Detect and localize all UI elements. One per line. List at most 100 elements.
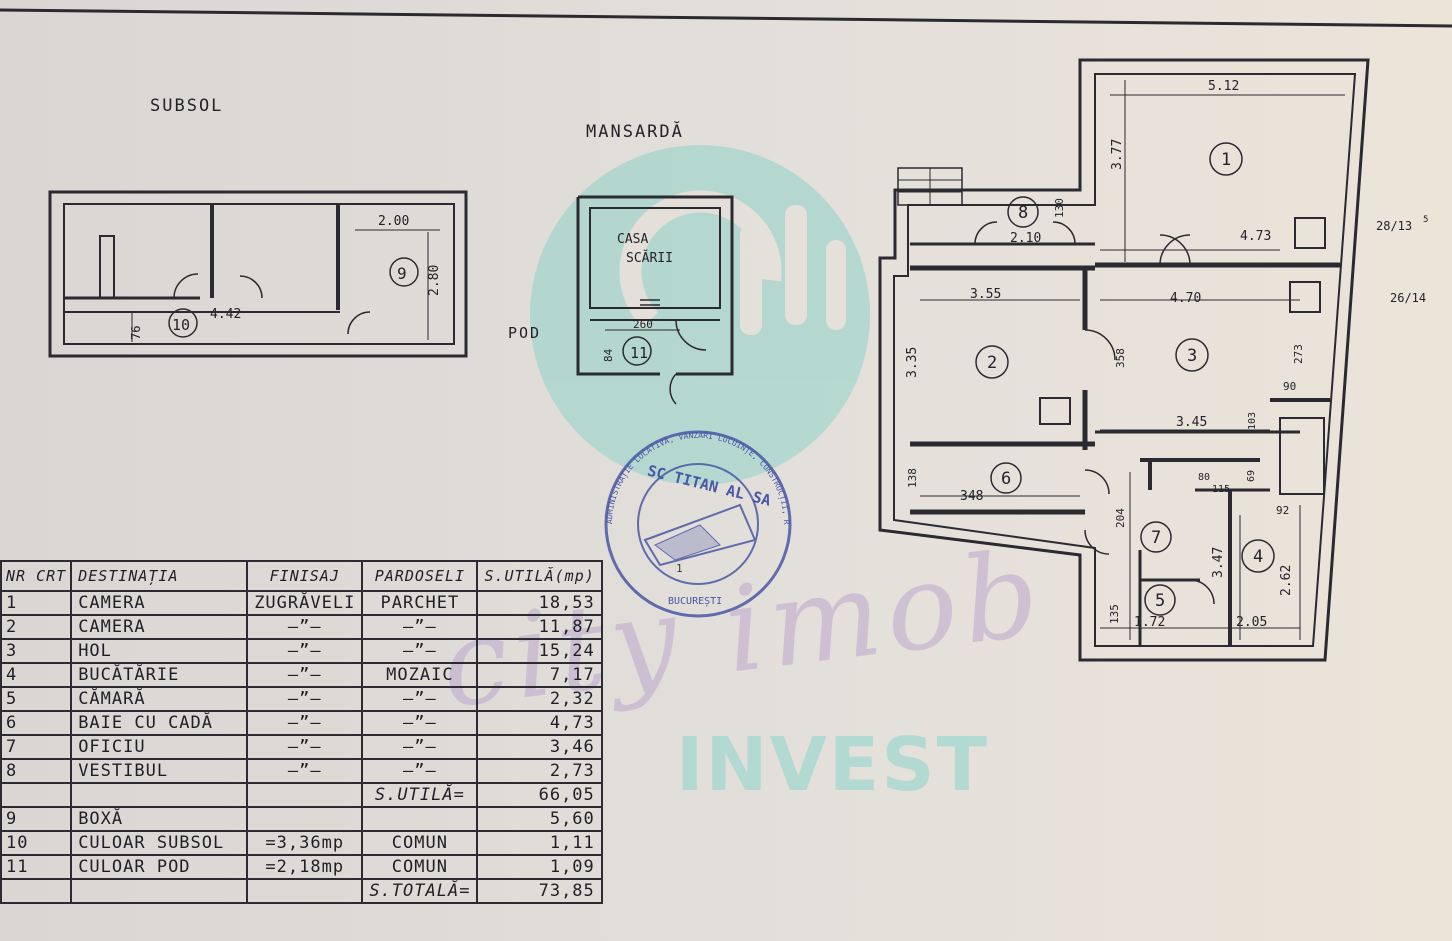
cell-finisaj: —”— bbox=[246, 710, 364, 736]
header-finisaj: FINISAJ bbox=[246, 560, 364, 592]
dim-262: 2.62 bbox=[1279, 565, 1294, 596]
room-number-11: 11 bbox=[630, 344, 648, 362]
dim-90: 90 bbox=[1283, 380, 1296, 393]
dim-358: 358 bbox=[1114, 348, 1127, 368]
cell-finisaj: —”— bbox=[246, 734, 364, 760]
cell-pardoseli: COMUN bbox=[361, 830, 479, 856]
cell-total-value: 73,85 bbox=[476, 878, 603, 904]
dim-80: 80 bbox=[1198, 472, 1210, 483]
dim-135: 135 bbox=[1108, 604, 1121, 624]
room-number-3: 3 bbox=[1187, 346, 1197, 366]
dim-512: 5.12 bbox=[1208, 79, 1239, 94]
room-number-9: 9 bbox=[397, 264, 407, 283]
cell-suprafata: 3,46 bbox=[476, 734, 603, 760]
table-total-row: S.TOTALĂ=73,85 bbox=[0, 878, 603, 904]
cell-suprafata: 1,09 bbox=[476, 854, 603, 880]
room-numbers: 1 2 3 4 5 6 7 8 bbox=[987, 150, 1263, 611]
room-number-7: 7 bbox=[1151, 528, 1161, 548]
room-number-5: 5 bbox=[1155, 591, 1165, 611]
cell-pardoseli bbox=[361, 806, 479, 832]
cell-destinatia: VESTIBUL bbox=[70, 758, 249, 784]
room-number-1: 1 bbox=[1221, 150, 1231, 170]
cell-destinatia: CĂMARĂ bbox=[70, 686, 249, 712]
room-number-10: 10 bbox=[172, 316, 190, 334]
cell-suprafata: 1,11 bbox=[476, 830, 603, 856]
mansarda-title: MANSARDĂ bbox=[586, 122, 684, 142]
cell-subtotal-label: S.UTILĂ= bbox=[361, 782, 479, 808]
cell-nr: 11 bbox=[0, 854, 73, 880]
cell-suprafata: 5,60 bbox=[476, 806, 603, 832]
dim-2614: 26/14 bbox=[1390, 291, 1426, 305]
dim-473: 4.73 bbox=[1240, 229, 1271, 244]
cell-pardoseli: —”— bbox=[361, 638, 479, 664]
cell-nr: 8 bbox=[0, 758, 73, 784]
cell-pardoseli: —”— bbox=[361, 710, 479, 736]
cell-total-label: S.TOTALĂ= bbox=[361, 878, 479, 904]
cell-pardoseli: —”— bbox=[361, 758, 479, 784]
cell-destinatia: BUCĂTĂRIE bbox=[70, 662, 249, 688]
cell-pardoseli: —”— bbox=[361, 734, 479, 760]
watermark-invest: INVEST bbox=[676, 722, 990, 808]
subsol-corridor-width-dim: 76 bbox=[129, 326, 143, 340]
dim-115: 115 bbox=[1212, 484, 1230, 495]
casa-scarii-label-1: CASA bbox=[617, 232, 648, 247]
dim-470: 4.70 bbox=[1170, 291, 1201, 306]
cell-nr bbox=[0, 782, 73, 808]
room-number-6: 6 bbox=[1001, 469, 1011, 489]
cell-nr: 2 bbox=[0, 614, 73, 640]
company-stamp bbox=[604, 430, 792, 618]
sheet-border-line bbox=[0, 8, 1452, 28]
cell-destinatia: CULOAR SUBSOL bbox=[70, 830, 249, 856]
dim-347: 3.47 bbox=[1211, 547, 1226, 578]
cell-suprafata: 11,87 bbox=[476, 614, 603, 640]
cell-finisaj: —”— bbox=[246, 614, 364, 640]
dim-348: 348 bbox=[960, 489, 983, 504]
cell-subtotal-value: 66,05 bbox=[476, 782, 603, 808]
dim-138: 138 bbox=[906, 468, 919, 488]
room-number-2: 2 bbox=[987, 353, 997, 373]
casa-scarii-label-2: SCĂRII bbox=[626, 250, 673, 266]
cell-destinatia: BOXĂ bbox=[70, 806, 249, 832]
cell-suprafata: 2,32 bbox=[476, 686, 603, 712]
cell-destinatia: OFICIU bbox=[70, 734, 249, 760]
watermark-logo bbox=[530, 145, 870, 485]
cell-nr: 6 bbox=[0, 710, 73, 736]
pod-width-dim: 260 bbox=[633, 318, 653, 331]
stamp-number: 1 bbox=[676, 562, 683, 575]
cell-finisaj bbox=[246, 878, 364, 904]
cell-finisaj bbox=[246, 806, 364, 832]
subsol-title: SUBSOL bbox=[150, 96, 224, 116]
table-header-row: NR CRT DESTINAȚIA FINISAJ PARDOSELI S.UT… bbox=[0, 560, 603, 592]
cell-nr: 10 bbox=[0, 830, 73, 856]
dim-273: 273 bbox=[1292, 344, 1305, 364]
cell-finisaj: —”— bbox=[246, 758, 364, 784]
cell-pardoseli: —”— bbox=[361, 686, 479, 712]
cell-destinatia: HOL bbox=[70, 638, 249, 664]
apartment-dimensions: 5.12 3.77 4.73 130 2.10 28/13 5 26/14 3.… bbox=[905, 79, 1428, 630]
cell-destinatia: BAIE CU CADĂ bbox=[70, 710, 249, 736]
pod-title: POD bbox=[508, 324, 542, 342]
dim-335: 3.35 bbox=[905, 347, 920, 378]
dim-355: 3.55 bbox=[970, 287, 1001, 302]
dim-92: 92 bbox=[1276, 504, 1289, 517]
pod-height-dim: 84 bbox=[602, 348, 615, 362]
subsol-plan bbox=[48, 190, 468, 358]
dim-205: 2.05 bbox=[1236, 615, 1267, 630]
cell-nr: 5 bbox=[0, 686, 73, 712]
dim-172: 1.72 bbox=[1134, 615, 1165, 630]
header-nr-crt: NR CRT bbox=[0, 560, 73, 592]
dim-210: 2.10 bbox=[1010, 231, 1041, 246]
room-areas-table: NR CRT DESTINAȚIA FINISAJ PARDOSELI S.UT… bbox=[0, 560, 603, 904]
room-number-4: 4 bbox=[1253, 547, 1263, 567]
cell-finisaj: ZUGRĂVELI bbox=[246, 590, 364, 616]
dim-2813-sup: 5 bbox=[1423, 215, 1428, 225]
dim-103: 103 bbox=[1247, 412, 1258, 430]
dim-130: 130 bbox=[1053, 198, 1066, 218]
